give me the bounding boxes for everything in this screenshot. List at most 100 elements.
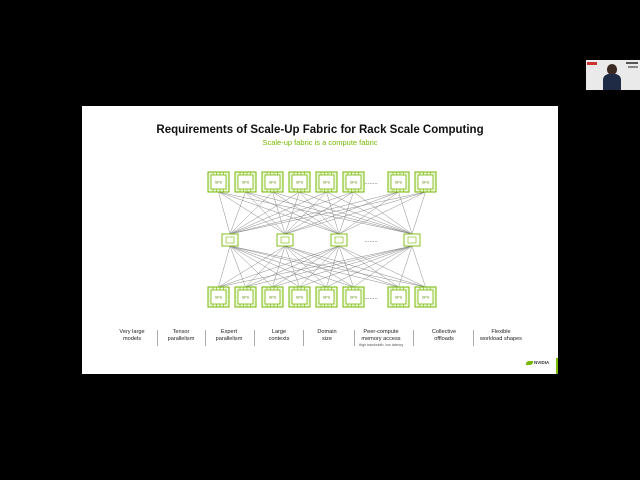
- gpu-chip-bottom-0: [210, 289, 227, 305]
- requirement-label: Tensor: [172, 329, 190, 335]
- requirement-label: Very large: [119, 329, 145, 335]
- requirement-label: Expert: [220, 329, 238, 335]
- nvswitch-chip-1: [280, 236, 290, 244]
- brand-label: NVIDIA: [534, 360, 550, 365]
- gpu-label: GPU: [215, 296, 223, 300]
- fabric-link: [229, 245, 399, 288]
- fabric-link: [229, 191, 426, 235]
- fabric-link: [229, 245, 273, 288]
- fabric-link: [284, 191, 327, 235]
- requirement-label: contexts: [268, 336, 290, 342]
- fabric-link: [326, 191, 413, 235]
- gpu-chip-bottom-2: [264, 289, 281, 305]
- requirement-label: Peer-compute: [363, 329, 399, 335]
- gpu-label: GPU: [269, 181, 277, 185]
- fabric-link: [411, 191, 426, 235]
- requirement-sublabel: High bandwidth, low latency: [358, 343, 404, 347]
- fabric-link: [229, 245, 327, 288]
- gpu-chip-bottom-3: [291, 289, 308, 305]
- nvidia-eye-icon: [526, 360, 533, 365]
- nvswitch-chip-0: [225, 236, 235, 244]
- gpu-label: GPU: [350, 181, 358, 185]
- nvswitch-2: [330, 233, 348, 247]
- nvswitch-3: [403, 233, 421, 247]
- gpu-label: GPU: [296, 181, 304, 185]
- gpu-label: GPU: [323, 296, 331, 300]
- fabric-link: [218, 245, 286, 288]
- fabric-link: [229, 245, 354, 288]
- fabric-link: [218, 245, 231, 288]
- gpu-chip-top-1: [237, 174, 254, 190]
- requirement-label: parallelism: [167, 336, 195, 342]
- fabric-link: [284, 245, 327, 288]
- gpu-chip-top-7: [417, 174, 434, 190]
- gpu-label: GPU: [395, 296, 403, 300]
- requirement-divider: [412, 330, 414, 346]
- fabric-link: [229, 191, 354, 235]
- fabric-link: [218, 191, 231, 235]
- requirement-label: offloads: [434, 336, 454, 342]
- gpu-chip-bottom-1: [237, 289, 254, 305]
- gpu-chip-bottom-7: [417, 289, 434, 305]
- fabric-link: [229, 191, 273, 235]
- requirement-label: Collective: [431, 329, 457, 335]
- sponsor-logo-icon: [626, 62, 638, 64]
- fabric-link: [284, 245, 354, 288]
- gpu-chip-top-2: [264, 174, 281, 190]
- gpu-label: GPU: [350, 296, 358, 300]
- presenter-body: [603, 74, 621, 90]
- fabric-link: [411, 245, 426, 288]
- requirement-divider: [205, 330, 206, 346]
- requirement-divider: [354, 330, 355, 346]
- fabric-link: [338, 191, 354, 235]
- fabric-link: [338, 191, 399, 235]
- requirement-divider: [254, 330, 255, 346]
- fabric-link: [229, 191, 300, 235]
- fabric-link: [338, 245, 354, 288]
- accent-bar: [556, 358, 558, 374]
- nvidia-logo: NVIDIA: [526, 360, 549, 365]
- nvswitch-0: [221, 233, 239, 247]
- requirement-label: memory access: [361, 336, 401, 342]
- gpu-chip-top-4: [318, 174, 335, 190]
- nvswitch-chip-3: [407, 236, 417, 244]
- requirement-divider: [472, 330, 474, 346]
- fabric-link: [229, 245, 246, 288]
- fabric-link: [218, 191, 286, 235]
- sponsor-logo-icon: [628, 66, 638, 68]
- nvswitch-chip-2: [334, 236, 344, 244]
- fabric-link: [245, 245, 286, 288]
- fabric-link: [245, 191, 286, 235]
- requirement-label: models: [122, 336, 142, 342]
- fabric-link: [398, 191, 413, 235]
- scale-up-fabric-diagram: GPUGPUGPUGPUGPUGPUGPUGPUGPUGPUGPUGPUGPUG…: [207, 171, 437, 308]
- presenter-video-thumbnail: [586, 60, 640, 90]
- fabric-link: [326, 245, 413, 288]
- gpu-chip-top-5: [345, 174, 362, 190]
- gpu-chip-bottom-4: [318, 289, 335, 305]
- fabric-link: [229, 245, 426, 288]
- gpu-label: GPU: [242, 296, 250, 300]
- fabric-link: [326, 191, 340, 235]
- fabric-link: [284, 191, 354, 235]
- gpu-label: GPU: [422, 181, 430, 185]
- gpu-label: GPU: [269, 296, 277, 300]
- nvswitch-1: [276, 233, 294, 247]
- requirement-label: workload shapes: [480, 336, 522, 342]
- gpu-chip-bottom-5: [345, 289, 362, 305]
- fabric-link: [284, 245, 426, 288]
- fabric-link: [229, 191, 399, 235]
- gpu-label: GPU: [296, 296, 304, 300]
- fabric-link: [284, 191, 426, 235]
- requirement-divider: [303, 330, 304, 346]
- gpu-ellipsis-top: ........: [364, 180, 378, 186]
- fabric-link: [229, 191, 327, 235]
